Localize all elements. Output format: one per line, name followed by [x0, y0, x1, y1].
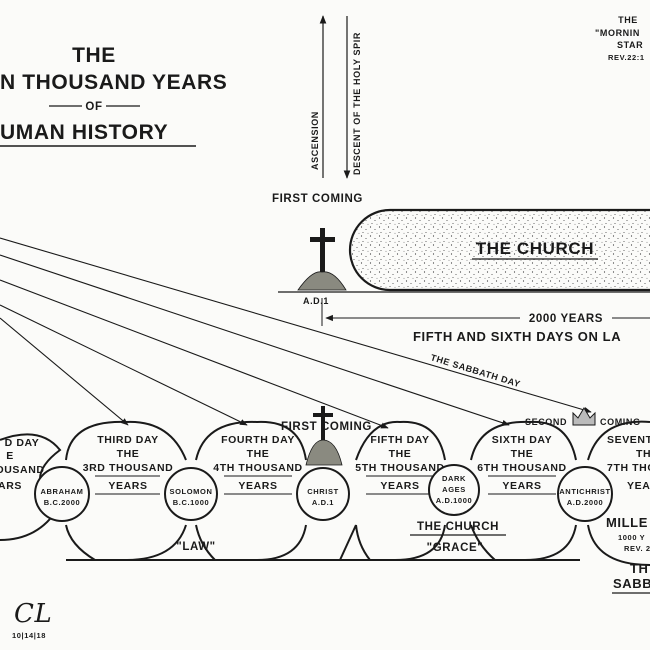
circle-dark-ages-line2: AGES — [442, 485, 466, 494]
cross-lower-icon — [305, 406, 343, 466]
cross-icon — [297, 228, 347, 291]
circle-christ-line1: CHRIST — [307, 487, 339, 496]
circle-christ: CHRIST A.D.1 — [296, 467, 350, 521]
circle-antichrist-line2: A.D.2000 — [567, 498, 604, 507]
signature-monogram: CL — [14, 599, 52, 629]
circle-dark-ages-line3: A.D.1000 — [436, 496, 473, 505]
millennium-sub1: 1000 Y — [618, 533, 645, 542]
law-label: "LAW" — [176, 541, 215, 553]
arrow-to-fourth — [0, 304, 248, 426]
day-5-line4: YEARS — [380, 480, 419, 492]
millennium-sub2: REV. 2 — [624, 544, 650, 553]
circle-solomon-line1: SOLOMON — [170, 487, 213, 496]
day-6: SIXTH DAY THE 6TH THOUSAND YEARS — [477, 434, 566, 495]
title-line-3: OF — [85, 101, 102, 113]
th-label: TH — [630, 561, 649, 576]
day-4-line2: THE — [247, 448, 270, 460]
coming-label: COMING — [600, 417, 641, 427]
circle-abraham-line1: ABRAHAM — [41, 487, 84, 496]
church-label: THE CHURCH — [476, 239, 594, 258]
day-1-line4: ARS — [0, 480, 22, 492]
title-line-2: N THOUSAND YEARS — [0, 71, 227, 94]
sabbath-label: SABBA — [613, 576, 650, 591]
church-band — [348, 208, 650, 292]
diagram-title: THE N THOUSAND YEARS OF UMAN HISTORY — [0, 44, 227, 147]
day-1-line3: OUSAND — [0, 464, 45, 476]
morning-star-line-1: THE — [618, 15, 638, 25]
sabbath-day-label: THE SABBATH DAY — [429, 352, 521, 389]
day-6-line1: SIXTH DAY — [492, 434, 552, 446]
ascension-label: ASCENSION — [310, 111, 320, 170]
day-6-line4: YEARS — [502, 480, 541, 492]
morning-star-line-4: REV.22:1 — [608, 53, 645, 62]
signature-date: 10|14|18 — [12, 631, 46, 640]
morning-star-line-2: "MORNIN — [595, 28, 640, 38]
morning-star-line-3: STAR — [617, 40, 643, 50]
day-1-line2: E — [6, 450, 14, 462]
day-4-line4: YEARS — [238, 480, 277, 492]
day-5-line2: THE — [389, 448, 412, 460]
circle-solomon-line2: B.C.1000 — [173, 498, 210, 507]
diagonal-arrows — [0, 237, 592, 429]
day-7-line4: YEA — [627, 480, 650, 492]
day-7: SEVENT TH 7TH THOUSAN YEA — [607, 434, 650, 492]
day-7-line2: TH — [636, 448, 650, 460]
circle-abraham: ABRAHAM B.C.2000 — [34, 466, 90, 522]
day-3-line1: THIRD DAY — [97, 434, 159, 446]
circle-dark-ages: DARK AGES A.D.1000 — [428, 464, 480, 516]
day-3-line4: YEARS — [108, 480, 147, 492]
day-4-line3: 4TH THOUSAND — [213, 462, 302, 474]
day-3: THIRD DAY THE 3RD THOUSAND YEARS — [83, 434, 174, 495]
arrow-to-fifth — [0, 279, 389, 429]
day-6-line2: THE — [511, 448, 534, 460]
circle-solomon: SOLOMON B.C.1000 — [164, 467, 218, 521]
second-coming-label: SECOND — [525, 417, 567, 427]
circle-abraham-line2: B.C.2000 — [44, 498, 81, 507]
the-church-label: THE CHURCH — [417, 521, 499, 533]
arrow-to-sixth — [0, 254, 510, 426]
circle-antichrist-line1: ANTICHRIST — [559, 487, 610, 496]
grace-curve — [339, 524, 357, 561]
millennium-label: MILLE — [606, 515, 648, 530]
day-7-line1: SEVENT — [607, 434, 650, 446]
day-1: D DAY E OUSAND ARS — [0, 437, 45, 492]
signature: CL 10|14|18 — [12, 599, 52, 640]
arrow-to-third — [0, 317, 129, 426]
day-3-line3: 3RD THOUSAND — [83, 462, 174, 474]
day-5-line3: 5TH THOUSAND — [355, 462, 444, 474]
arrow-to-seventh — [0, 237, 592, 413]
circle-dark-ages-line1: DARK — [442, 474, 466, 483]
day-1-line1: D DAY — [5, 437, 40, 449]
crown-icon — [572, 407, 596, 426]
grace-label: "GRACE" — [427, 542, 484, 554]
title-line-1: THE — [72, 44, 116, 67]
ad1-label: A.D.1 — [303, 296, 329, 306]
day-5: FIFTH DAY THE 5TH THOUSAND YEARS — [355, 434, 444, 495]
circle-christ-line2: A.D.1 — [312, 498, 334, 507]
fifth-sixth-label: FIFTH AND SIXTH DAYS ON LA — [413, 329, 621, 344]
descent-label: DESCENT OF THE HOLY SPIR — [352, 32, 362, 175]
circle-antichrist: ANTICHRIST A.D.2000 — [557, 466, 613, 522]
first-coming-lower: FIRST COMING — [281, 421, 372, 433]
morning-star-note: THE "MORNIN STAR REV.22:1 — [595, 15, 645, 62]
day-4: FOURTH DAY THE 4TH THOUSAND YEARS — [213, 434, 302, 495]
day-6-line3: 6TH THOUSAND — [477, 462, 566, 474]
years-label: 2000 YEARS — [529, 313, 603, 325]
day-5-line1: FIFTH DAY — [370, 434, 429, 446]
day-7-line3: 7TH THOUSAN — [607, 462, 650, 474]
day-3-line2: THE — [117, 448, 140, 460]
first-coming-top: FIRST COMING — [272, 193, 363, 205]
title-line-4: UMAN HISTORY — [0, 121, 168, 144]
day-4-line1: FOURTH DAY — [221, 434, 295, 446]
